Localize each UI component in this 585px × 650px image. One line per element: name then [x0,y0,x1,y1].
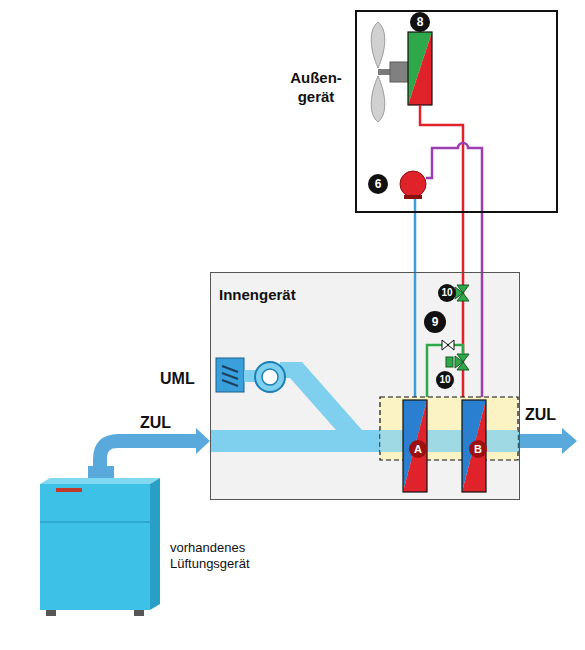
exchanger-letter: A [414,444,422,455]
supply-arrow [520,428,577,454]
fan-propeller [371,22,410,122]
label-holder: ZUL [525,405,556,424]
label-holder: 9 [432,316,439,328]
unit-caption: vorhandenes Lüftungsgerät [170,540,265,572]
exchanger-letter: B [474,444,482,455]
compressor-base [404,195,422,199]
text-holder: vorhandenes Lüftungsgerät [170,540,265,572]
label-holder: B [474,444,482,455]
callout-number: 9 [432,316,439,328]
callout-circles [368,12,456,389]
duct-arrow [100,428,210,466]
text-holder: Innengerät [219,285,296,304]
callout-number: 6 [375,178,382,190]
callout-number: 10 [441,288,452,298]
air-label: ZUL [140,413,171,432]
unit-title: Innengerät [219,285,296,304]
indoor-unit: Innengerät [210,272,520,500]
text-holder: Außen- gerät [283,68,349,106]
callout-number: 10 [439,375,450,385]
heat-exchanger [403,400,427,492]
ventilation-cabinet [40,466,160,616]
ventilation-unit: vorhandenes Lüftungsgerät [38,466,160,616]
condenser [408,32,432,105]
recirculation-fan [216,358,285,392]
outdoor-unit: Außen- gerät [355,10,558,213]
air-label: ZUL [525,405,556,424]
label-holder: ZUL [140,413,171,432]
compressor [400,171,426,197]
expansion-valve [446,354,469,370]
label-holder: UML [160,369,195,388]
duct-line [100,441,196,466]
valve-branch [458,345,463,354]
heat-exchanger [462,400,487,492]
indoor-fill [210,272,520,500]
callout-number: 8 [417,16,424,28]
label-holder: A [414,444,422,455]
arrow-head [196,428,210,454]
label-holder: 6 [375,178,382,190]
label-holder: 10 [439,375,450,385]
exchanger-box [380,397,518,460]
refrigerant-pipes [415,105,482,400]
check-valve [442,340,454,350]
air-label: UML [160,369,195,388]
label-holder: 8 [417,16,424,28]
air-duct [380,430,518,452]
label-holder: 10 [441,288,452,298]
unit-title: Außen- gerät [283,68,349,106]
